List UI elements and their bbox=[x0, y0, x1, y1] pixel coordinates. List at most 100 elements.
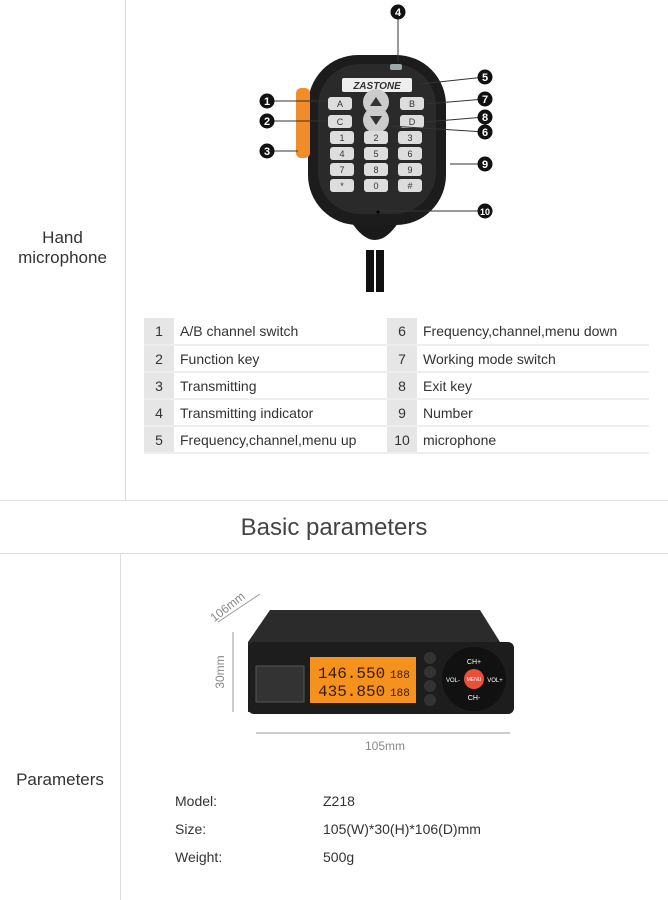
mic-key bbox=[330, 147, 354, 160]
legend-number: 4 bbox=[144, 399, 174, 427]
mic-key-label: A bbox=[337, 99, 343, 109]
legend-number: 9 bbox=[387, 399, 417, 427]
lcd-display bbox=[310, 657, 416, 703]
callout-number: 5 bbox=[482, 72, 488, 84]
height-dimension: 30mm bbox=[213, 655, 227, 688]
legend-text: Exit key bbox=[417, 372, 649, 400]
mic-key bbox=[398, 131, 422, 144]
mic-key-label: 0 bbox=[373, 181, 378, 191]
section-divider bbox=[0, 500, 668, 501]
column-divider bbox=[125, 0, 126, 500]
callout-marker bbox=[259, 113, 275, 129]
spec-key: Size: bbox=[175, 821, 207, 837]
mic-key bbox=[364, 131, 388, 144]
mic-key bbox=[400, 97, 424, 110]
mic-key bbox=[364, 163, 388, 176]
svg-text:MENU: MENU bbox=[467, 677, 482, 683]
legend-number: 5 bbox=[144, 426, 174, 454]
callout-number: 8 bbox=[482, 112, 488, 124]
callout-marker bbox=[259, 143, 275, 159]
spec-key: Model: bbox=[175, 793, 218, 809]
svg-text:CH-: CH- bbox=[468, 695, 481, 702]
freq-a: 146.550 bbox=[318, 665, 385, 683]
legend-text: Function key bbox=[174, 345, 387, 373]
callout-number: 3 bbox=[264, 146, 270, 158]
legend-text: Number bbox=[417, 399, 649, 427]
callout-number: 4 bbox=[395, 7, 402, 19]
parameters-label: Parameters bbox=[16, 770, 104, 789]
callout-marker bbox=[477, 109, 493, 125]
legend-text: Working mode switch bbox=[417, 345, 649, 373]
legend-text: Frequency,channel,menu down bbox=[417, 318, 649, 346]
callout-marker bbox=[477, 91, 493, 107]
callout-marker bbox=[390, 4, 406, 20]
mic-key-label: 4 bbox=[339, 149, 344, 159]
tx-indicator bbox=[390, 64, 402, 70]
legend-number: 3 bbox=[144, 372, 174, 400]
mic-key-label: 8 bbox=[373, 165, 378, 175]
freq-b: 435.850 bbox=[318, 683, 385, 701]
legend-text: microphone bbox=[417, 426, 649, 454]
mic-key bbox=[330, 131, 354, 144]
legend-number: 1 bbox=[144, 318, 174, 346]
spec-value: 105(W)*30(H)*106(D)mm bbox=[323, 821, 481, 837]
svg-text:188: 188 bbox=[390, 688, 410, 700]
callout-marker bbox=[259, 93, 275, 109]
mic-key bbox=[398, 179, 422, 192]
mic-key bbox=[328, 97, 352, 110]
mic-key-label: 7 bbox=[339, 165, 344, 175]
mic-key-label: 9 bbox=[407, 165, 412, 175]
mic-key-label: 3 bbox=[407, 133, 412, 143]
legend-text: Transmitting bbox=[174, 372, 387, 400]
callout-marker bbox=[477, 156, 493, 172]
legend-number: 6 bbox=[387, 318, 417, 346]
callout-number: 9 bbox=[482, 159, 488, 171]
section-divider bbox=[0, 553, 668, 554]
spec-key: Weight: bbox=[175, 849, 223, 865]
width-dimension: 105mm bbox=[365, 739, 405, 753]
mic-key bbox=[328, 115, 352, 128]
spec-value: 500g bbox=[323, 849, 355, 865]
callout-marker bbox=[477, 124, 493, 140]
callout-number: 2 bbox=[264, 116, 270, 128]
brand-logo: ZASTONE bbox=[352, 81, 401, 92]
spec-value: Z218 bbox=[323, 793, 355, 809]
svg-text:VOL+: VOL+ bbox=[487, 678, 503, 684]
legend-number: 2 bbox=[144, 345, 174, 373]
mic-key bbox=[330, 163, 354, 176]
hand-microphone-label: Hand microphone bbox=[18, 228, 107, 267]
legend-number: 7 bbox=[387, 345, 417, 373]
svg-text:188: 188 bbox=[390, 670, 410, 682]
svg-text:VOL-: VOL- bbox=[446, 678, 460, 684]
callout-marker bbox=[477, 203, 493, 219]
mic-key-label: D bbox=[409, 117, 416, 127]
legend-text: A/B channel switch bbox=[174, 318, 387, 346]
mic-key bbox=[398, 163, 422, 176]
section-title: Basic parameters bbox=[240, 514, 428, 541]
mic-key-label: 6 bbox=[407, 149, 412, 159]
mic-key-label: B bbox=[409, 99, 415, 109]
mic-key bbox=[330, 179, 354, 192]
mic-key-label: C bbox=[337, 117, 344, 127]
legend-text: Transmitting indicator bbox=[174, 399, 387, 427]
mic-key-label: * bbox=[340, 181, 344, 191]
legend-number: 8 bbox=[387, 372, 417, 400]
mic-key-label: 5 bbox=[373, 149, 378, 159]
mic-key-label: 2 bbox=[373, 133, 378, 143]
mic-key bbox=[364, 179, 388, 192]
mic-key bbox=[364, 147, 388, 160]
mic-key bbox=[400, 115, 424, 128]
svg-text:CH+: CH+ bbox=[467, 659, 481, 666]
ptt-button bbox=[296, 88, 310, 158]
radio-image: 106mm 30mm 105mm 146.550 435.850 188 188… bbox=[207, 589, 514, 753]
callout-number: 7 bbox=[482, 94, 488, 106]
callout-number: 10 bbox=[480, 207, 490, 217]
callout-number: 1 bbox=[264, 96, 270, 108]
